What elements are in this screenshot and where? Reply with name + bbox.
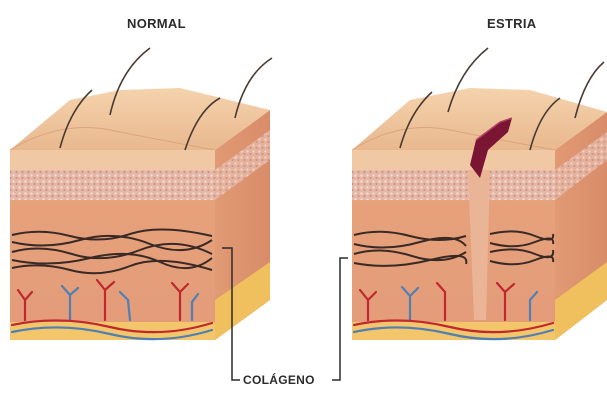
- estria-epidermis-band: [352, 150, 555, 170]
- normal-epidermis-band: [10, 150, 215, 170]
- estria-dotted-layer: [352, 170, 555, 200]
- normal-dotted-layer: [10, 170, 215, 200]
- stretch-mark-skin-block: [352, 48, 607, 340]
